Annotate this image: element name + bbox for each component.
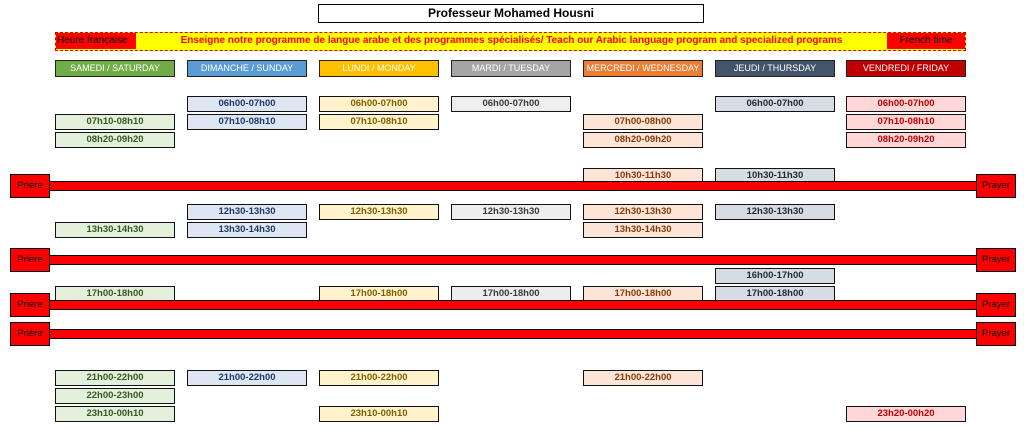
prayer-bar bbox=[30, 181, 994, 191]
prayer-label-right: Prayer bbox=[976, 174, 1016, 198]
time-slot: 23h10-00h10 bbox=[319, 406, 439, 422]
day-header: DIMANCHE / SUNDAY bbox=[187, 60, 307, 77]
prayer-label-right: Prayer bbox=[976, 293, 1016, 317]
day-header: VENDREDI / FRIDAY bbox=[846, 60, 966, 77]
prayer-label-right: Prayer bbox=[976, 248, 1016, 272]
prayer-label-left: Prière bbox=[10, 174, 50, 198]
french-time-label: Heure française bbox=[56, 33, 136, 49]
time-slot: 21h00-22h00 bbox=[55, 370, 175, 386]
time-slot: 21h00-22h00 bbox=[187, 370, 307, 386]
day-header: LUNDI / MONDAY bbox=[319, 60, 439, 77]
day-header: MARDI / TUESDAY bbox=[451, 60, 571, 77]
time-slot: 07h00-08h00 bbox=[583, 114, 703, 130]
day-header: SAMEDI / SATURDAY bbox=[55, 60, 175, 77]
prayer-label-left: Prière bbox=[10, 293, 50, 317]
time-slot: 13h30-14h30 bbox=[187, 222, 307, 238]
time-slot: 12h30-13h30 bbox=[715, 204, 835, 220]
page-title: Professeur Mohamed Housni bbox=[318, 4, 704, 23]
subtitle-banner: Heure française Enseigne notre programme… bbox=[55, 32, 966, 51]
time-slot: 07h10-08h10 bbox=[319, 114, 439, 130]
subtitle-text: Enseigne notre programme de langue arabe… bbox=[180, 35, 843, 46]
french-time-label-en: French time bbox=[887, 33, 965, 49]
time-slot: 12h30-13h30 bbox=[187, 204, 307, 220]
day-header: MERCREDI / WEDNESDAY bbox=[583, 60, 703, 77]
time-slot: 06h00-07h00 bbox=[187, 96, 307, 112]
time-slot: 12h30-13h30 bbox=[451, 204, 571, 220]
time-slot: 21h00-22h00 bbox=[319, 370, 439, 386]
time-slot: 06h00-07h00 bbox=[451, 96, 571, 112]
time-slot: 13h30-14h30 bbox=[55, 222, 175, 238]
prayer-bar bbox=[30, 255, 994, 265]
time-slot: 08h20-09h20 bbox=[55, 132, 175, 148]
time-slot: 07h10-08h10 bbox=[187, 114, 307, 130]
prayer-bar bbox=[30, 300, 994, 310]
time-slot: 08h20-09h20 bbox=[583, 132, 703, 148]
day-header: JEUDI / THURSDAY bbox=[715, 60, 835, 77]
time-slot: 06h00-07h00 bbox=[319, 96, 439, 112]
prayer-label-left: Prière bbox=[10, 248, 50, 272]
time-slot: 12h30-13h30 bbox=[319, 204, 439, 220]
time-slot: 12h30-13h30 bbox=[583, 204, 703, 220]
time-slot: 07h10-08h10 bbox=[55, 114, 175, 130]
prayer-label-right: Prayer bbox=[976, 322, 1016, 346]
time-slot: 07h10-08h10 bbox=[846, 114, 966, 130]
time-slot: 08h20-09h20 bbox=[846, 132, 966, 148]
time-slot: 06h00-07h00 bbox=[846, 96, 966, 112]
time-slot: 23h10-00h10 bbox=[55, 406, 175, 422]
prayer-label-left: Prière bbox=[10, 322, 50, 346]
time-slot: 13h30-14h30 bbox=[583, 222, 703, 238]
prayer-bar bbox=[30, 329, 994, 339]
time-slot: 16h00-17h00 bbox=[715, 268, 835, 284]
time-slot: 22h00-23h00 bbox=[55, 388, 175, 404]
time-slot: 21h00-22h00 bbox=[583, 370, 703, 386]
time-slot: 06h00-07h00 bbox=[715, 96, 835, 112]
time-slot: 23h20-00h20 bbox=[846, 406, 966, 422]
